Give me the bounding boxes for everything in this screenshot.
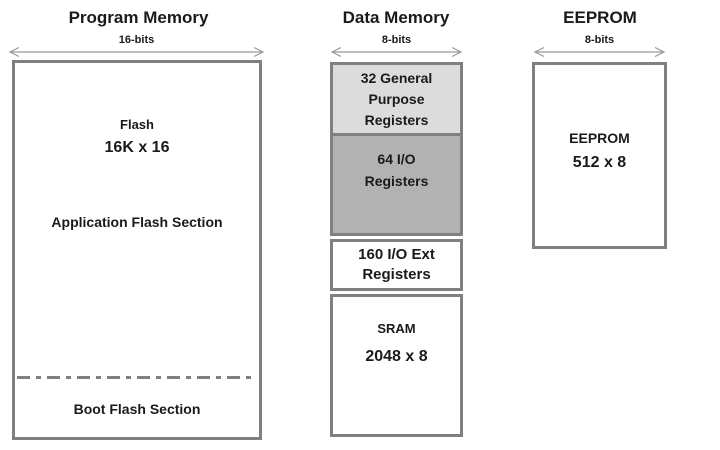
flash-label: Flash <box>120 117 154 132</box>
program-memory-bus-width: 16-bits <box>8 34 265 58</box>
eeprom-title: EEPROM <box>563 8 637 27</box>
general-purpose-registers-label: 32 General Purpose Registers <box>360 69 433 128</box>
io-registers-box: 64 I/O Registers <box>330 133 463 236</box>
eeprom-label: EEPROM <box>569 130 630 146</box>
data-memory-bus-width-label: 8-bits <box>381 34 412 46</box>
application-flash-section-label: Application Flash Section <box>51 214 223 230</box>
eeprom-bus-width: 8-bits <box>533 34 666 58</box>
data-memory-bus-width: 8-bits <box>330 34 463 58</box>
io-ext-registers-label: 160 I/O Ext Registers <box>358 246 435 283</box>
flash-size-label: 16K x 16 <box>104 139 170 156</box>
double-headed-arrow-icon <box>330 46 463 58</box>
eeprom-box: EEPROM 512 x 8 <box>532 62 667 249</box>
sram-size-label: 2048 x 8 <box>365 348 428 365</box>
data-memory-title: Data Memory <box>342 8 450 27</box>
program-memory-bus-width-label: 16-bits <box>118 34 155 46</box>
sram-label: SRAM <box>377 321 416 336</box>
sram-box: SRAM 2048 x 8 <box>330 294 463 437</box>
general-purpose-registers-box: 32 General Purpose Registers <box>330 62 463 136</box>
boot-flash-section-label: Boot Flash Section <box>73 401 201 417</box>
io-registers-label: 64 I/O Registers <box>364 151 429 189</box>
eeprom-size-label: 512 x 8 <box>572 154 627 171</box>
boot-section-divider <box>17 376 257 379</box>
program-memory-box: Flash 16K x 16 Application Flash Section… <box>12 60 262 440</box>
eeprom-bus-width-label: 8-bits <box>584 34 615 46</box>
io-ext-registers-box: 160 I/O Ext Registers <box>330 239 463 291</box>
program-memory-title: Program Memory <box>68 8 209 27</box>
double-headed-arrow-icon <box>8 46 265 58</box>
double-headed-arrow-icon <box>533 46 666 58</box>
